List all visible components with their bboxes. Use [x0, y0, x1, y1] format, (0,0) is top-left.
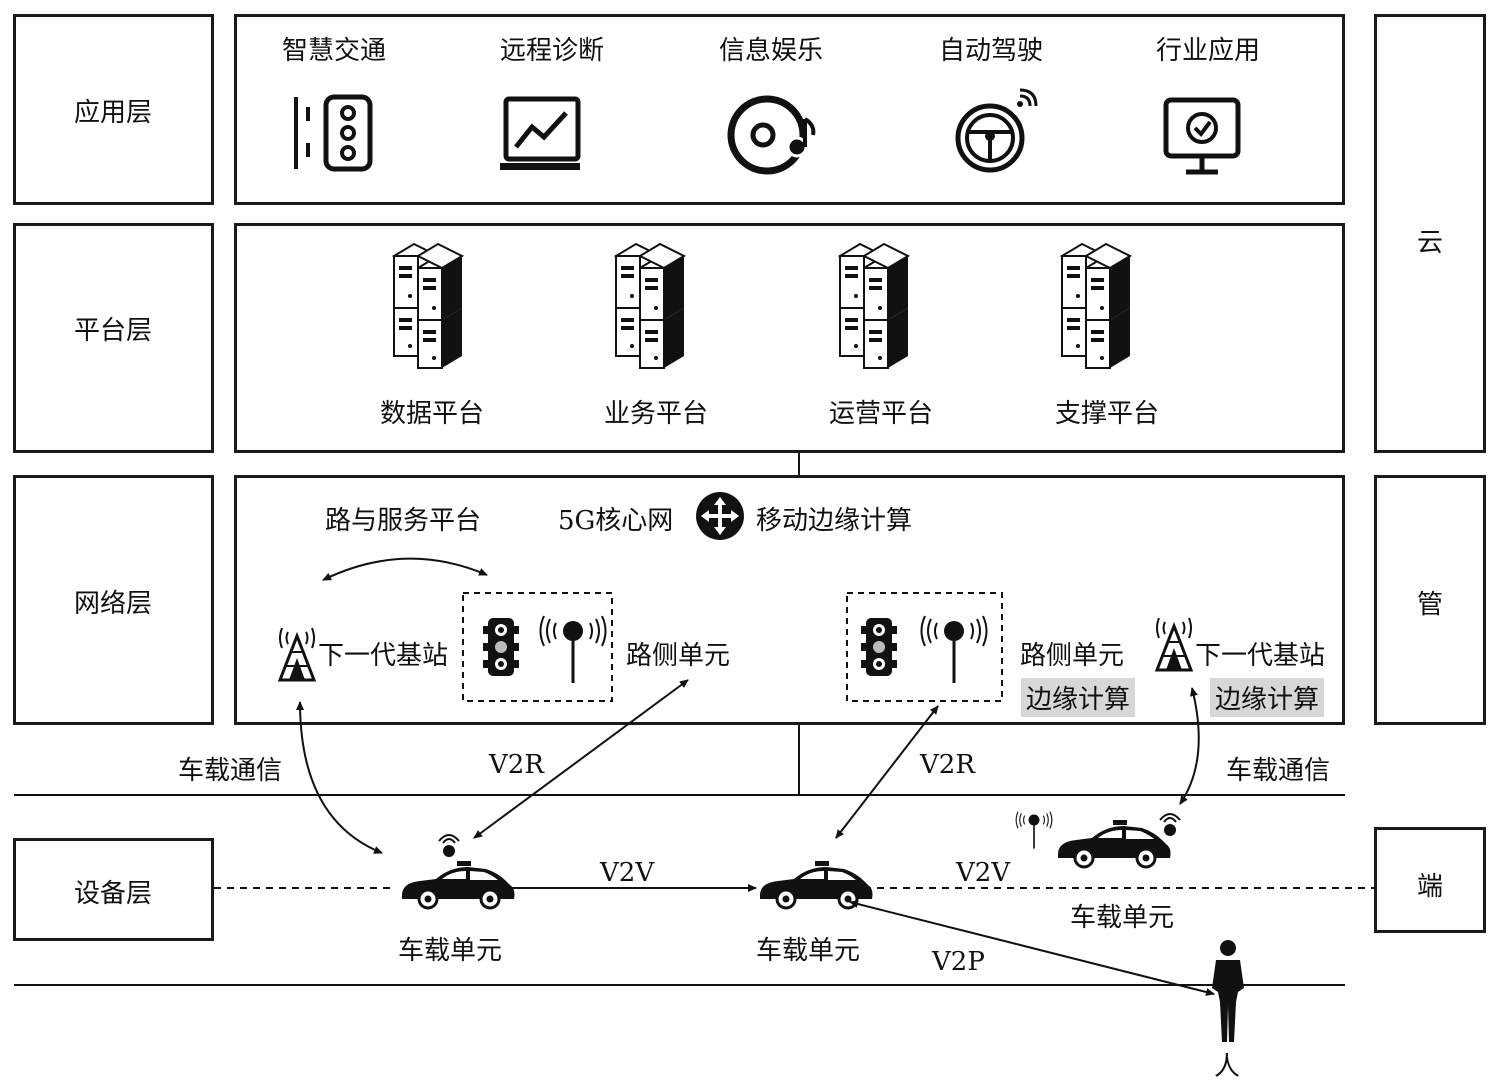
application-layer-box	[13, 14, 214, 205]
traffic-light-icon	[483, 618, 519, 676]
base-station-label-right: 下一代基站	[1195, 641, 1326, 671]
monitor-check-icon	[1163, 97, 1241, 175]
traffic-light-lane-icon	[294, 94, 373, 172]
cloud-label: 云	[1416, 228, 1444, 258]
cloud-box	[1374, 14, 1486, 453]
v2v-label-right: V2V	[956, 858, 1011, 888]
antenna-icon	[1015, 810, 1053, 850]
app-remote-diagnosis: 远程诊断	[499, 36, 605, 66]
network-layer-box	[13, 475, 214, 725]
end-label: 端	[1416, 872, 1444, 902]
steering-wheel-wireless-icon	[955, 88, 1038, 173]
obu-label-3: 车载单元	[1069, 903, 1175, 933]
platform-layer-box	[13, 223, 214, 453]
v2p-label: V2P	[932, 947, 985, 977]
v2r-label-left: V2R	[489, 750, 544, 780]
vehicle-comm-label-left: 车载通信	[178, 756, 283, 786]
v2r-label-right: V2R	[920, 750, 975, 780]
car-icon	[1056, 818, 1172, 869]
wireless-signal-icon	[1159, 813, 1181, 837]
disc-music-icon	[727, 95, 816, 175]
platform-business: 业务平台	[603, 399, 709, 429]
antenna-icon	[920, 614, 988, 685]
server-rack-icon	[1061, 243, 1131, 369]
road-service-platform-label: 路与服务平台	[324, 506, 482, 536]
mec-label: 移动边缘计算	[756, 506, 913, 536]
cell-tower-icon	[1155, 616, 1193, 672]
platform-support: 支撑平台	[1054, 399, 1160, 429]
roadside-unit-label-left: 路侧单元	[626, 641, 731, 671]
obu-label-1: 车载单元	[397, 936, 503, 966]
pipe-label: 管	[1416, 590, 1444, 620]
app-industry: 行业应用	[1155, 36, 1261, 66]
device-layer-box	[13, 838, 214, 941]
base-station-label-left: 下一代基站	[318, 641, 449, 671]
server-rack-icon	[615, 243, 685, 369]
roadside-unit-label-right: 路侧单元	[1020, 641, 1125, 671]
v2v-label-left: V2V	[600, 858, 655, 888]
core-5g-label: 5G核心网	[558, 506, 674, 536]
end-box	[1374, 827, 1486, 933]
platform-data: 数据平台	[379, 399, 485, 429]
platform-operation: 运营平台	[828, 399, 934, 429]
network-layer-label: 网络层	[73, 589, 153, 619]
network-panel	[234, 475, 1345, 725]
monitor-chart-icon	[500, 96, 581, 170]
antenna-icon	[539, 614, 607, 685]
person-icon	[1212, 940, 1244, 1042]
edge-computing-badge-bs: 边缘计算	[1210, 678, 1325, 717]
server-rack-icon	[393, 243, 463, 369]
wireless-signal-icon	[438, 834, 460, 858]
app-infotainment: 信息娱乐	[718, 36, 824, 66]
vehicle-comm-label-right: 车载通信	[1226, 756, 1331, 786]
car-icon	[758, 859, 874, 910]
person-label: 人	[1213, 1052, 1241, 1082]
cell-tower-icon	[278, 626, 316, 682]
server-rack-icon	[839, 243, 909, 369]
pipe-box	[1374, 475, 1486, 725]
app-autonomous-driving: 自动驾驶	[938, 36, 1044, 66]
edge-computing-badge-rsu: 边缘计算	[1021, 678, 1136, 717]
four-arrows-icon	[696, 492, 744, 540]
platform-layer-label: 平台层	[73, 316, 153, 346]
traffic-light-icon	[861, 618, 897, 676]
obu-label-2: 车载单元	[755, 936, 861, 966]
app-smart-traffic: 智慧交通	[281, 36, 387, 66]
device-layer-label: 设备层	[73, 879, 153, 909]
application-layer-label: 应用层	[73, 98, 153, 128]
